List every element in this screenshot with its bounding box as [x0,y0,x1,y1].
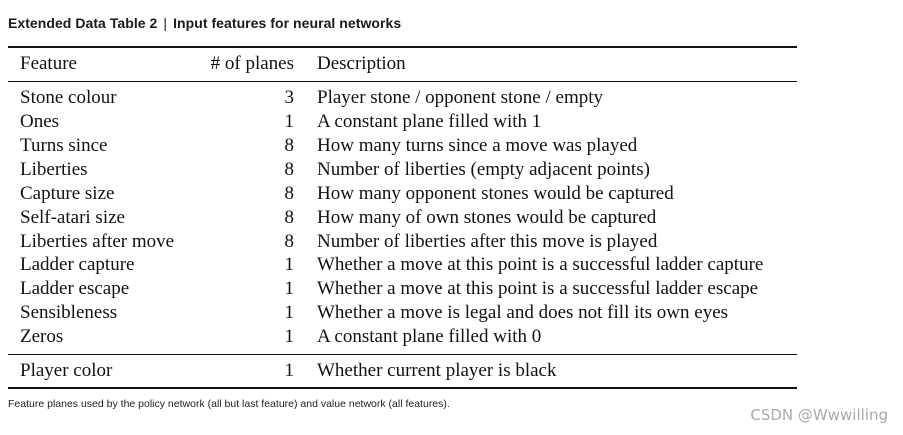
cell-feature: Liberties [20,159,88,180]
cell-planes: 8 [284,207,295,228]
cell-feature: Capture size [20,183,115,204]
cell-feature: Zeros [20,326,64,347]
table-row: Liberties 8 Number of liberties (empty a… [0,158,903,182]
table-top-rule [8,46,797,48]
table-row: Stone colour 3 Player stone / opponent s… [0,86,903,110]
caption-separator: | [163,15,168,31]
table-caption: Extended Data Table 2 | Input features for… [8,15,401,31]
cell-description: How many turns since a move was played [317,135,638,156]
cell-feature: Ladder escape [20,278,130,299]
cell-description: Whether current player is black [317,360,557,381]
cell-description: Number of liberties (empty adjacent poin… [317,159,650,180]
cell-description: A constant plane filled with 0 [317,326,542,347]
table-bottom-rule [8,387,797,389]
table-title: Input features for neural networks [173,15,402,31]
cell-description: Player stone / opponent stone / empty [317,87,604,108]
table-row: Self-atari size 8 How many of own stones… [0,206,903,230]
csdn-watermark: CSDN @Wwwilling [750,406,888,424]
cell-planes: 1 [284,254,295,275]
cell-feature: Self-atari size [20,207,125,228]
cell-description: How many of own stones would be captured [317,207,657,228]
table-label: Extended Data Table 2 [8,15,158,31]
header-description: Description [317,53,406,74]
table-row: Ladder capture 1 Whether a move at this … [0,253,903,277]
cell-planes: 8 [284,159,295,180]
table-header-row: Feature # of planes Description [0,52,903,76]
header-planes: # of planes [210,53,294,74]
cell-planes: 3 [284,87,295,108]
cell-planes: 8 [284,183,295,204]
cell-description: A constant plane filled with 1 [317,111,542,132]
cell-planes: 1 [284,326,295,347]
table-row: Turns since 8 How many turns since a mov… [0,134,903,158]
cell-planes: 1 [284,302,295,323]
cell-feature: Player color [20,360,113,381]
table-row-value-only: Player color 1 Whether current player is… [0,359,903,383]
table-header-rule [8,81,797,82]
table-section-rule [8,354,797,355]
cell-planes: 8 [284,231,295,252]
cell-planes: 8 [284,135,295,156]
table-row: Ones 1 A constant plane filled with 1 [0,110,903,134]
table-row: Liberties after move 8 Number of liberti… [0,230,903,254]
cell-feature: Ones [20,111,60,132]
cell-planes: 1 [284,111,295,132]
cell-description: Whether a move at this point is a succes… [317,278,759,299]
table-row: Capture size 8 How many opponent stones … [0,182,903,206]
header-feature: Feature [20,53,77,74]
cell-feature: Liberties after move [20,231,175,252]
cell-feature: Turns since [20,135,108,156]
cell-description: How many opponent stones would be captur… [317,183,674,204]
table-row: Sensibleness 1 Whether a move is legal a… [0,301,903,325]
cell-planes: 1 [284,360,295,381]
cell-planes: 1 [284,278,295,299]
cell-description: Number of liberties after this move is p… [317,231,658,252]
cell-description: Whether a move is legal and does not fil… [317,302,729,323]
table-footnote: Feature planes used by the policy networ… [8,398,450,410]
cell-feature: Sensibleness [20,302,118,323]
table-row: Ladder escape 1 Whether a move at this p… [0,277,903,301]
cell-feature: Stone colour [20,87,117,108]
cell-description: Whether a move at this point is a succes… [317,254,764,275]
cell-feature: Ladder capture [20,254,135,275]
table-row: Zeros 1 A constant plane filled with 0 [0,325,903,349]
